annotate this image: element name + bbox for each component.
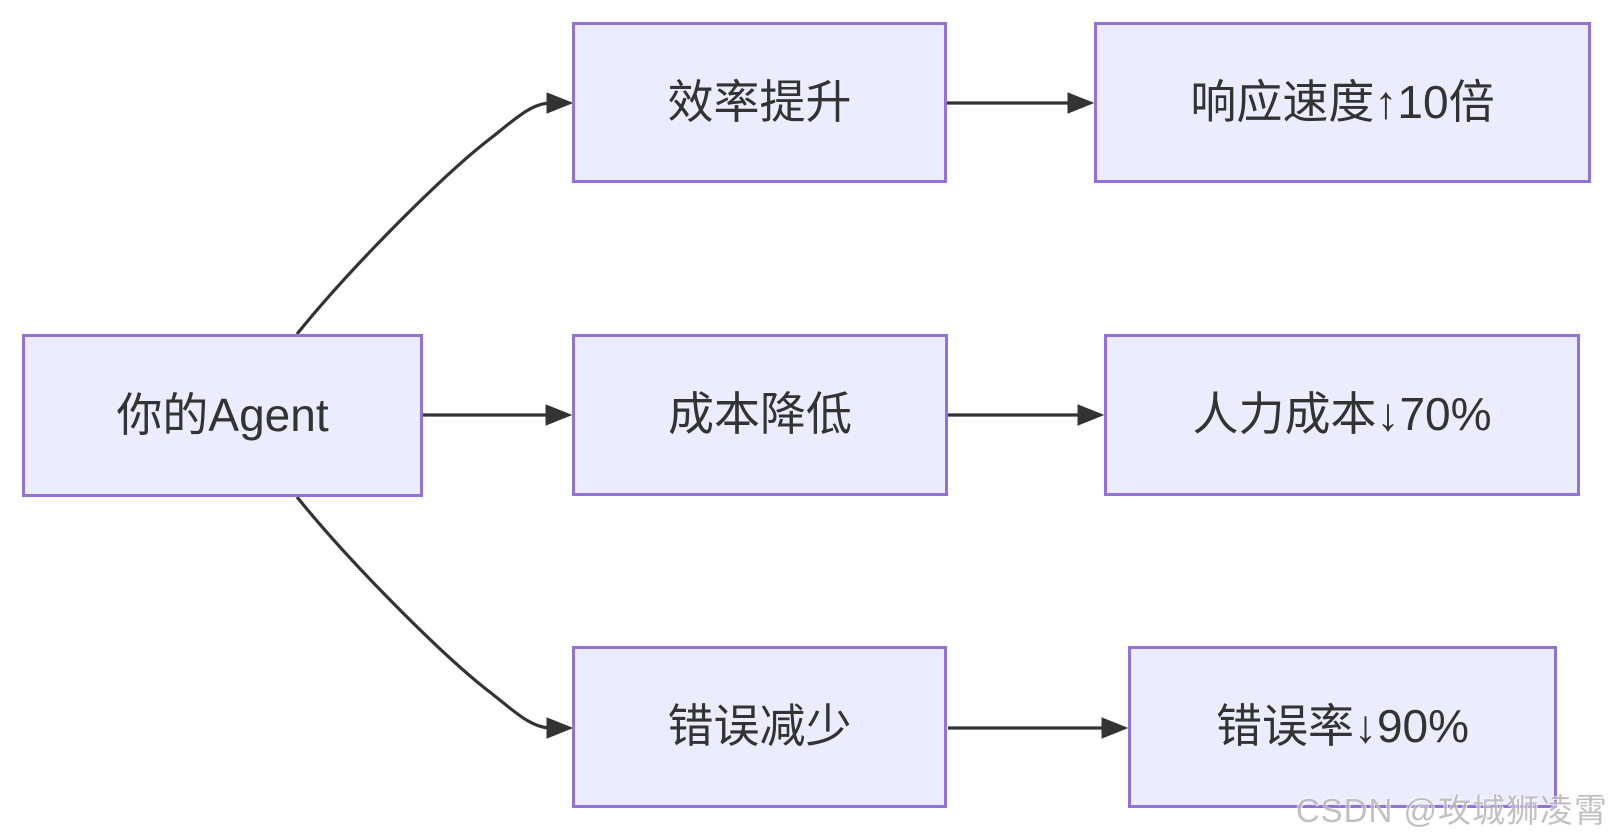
- node-label: 人力成本↓70%: [1192, 388, 1492, 441]
- edge-line: [295, 101, 552, 336]
- edge-errors-to-error-rate: [948, 717, 1129, 739]
- node-label: 你的Agent: [116, 388, 329, 441]
- edge-agent-to-efficiency: [295, 92, 574, 336]
- edge-agent-to-cost: [423, 404, 573, 426]
- node-agent: 你的Agent: [22, 334, 423, 497]
- edge-efficiency-to-speed: [947, 92, 1095, 114]
- arrowhead-icon: [1101, 717, 1129, 739]
- edge-line: [295, 495, 552, 730]
- arrowhead-icon: [546, 717, 574, 739]
- node-label: 响应速度↑10倍: [1190, 75, 1495, 128]
- watermark: CSDN @攻城狮凌霄: [1295, 792, 1608, 829]
- arrowhead-icon: [546, 92, 574, 114]
- node-error-rate-result: 错误率↓90%: [1128, 646, 1557, 808]
- node-label: 效率提升: [667, 75, 852, 128]
- node-speed-result: 响应速度↑10倍: [1094, 22, 1591, 183]
- arrowhead-icon: [545, 404, 573, 426]
- edge-agent-to-errors: [295, 495, 574, 739]
- node-cost: 成本降低: [572, 334, 948, 496]
- node-efficiency: 效率提升: [572, 22, 947, 183]
- arrowhead-icon: [1077, 404, 1105, 426]
- node-label: 错误率↓90%: [1215, 700, 1470, 753]
- node-errors: 错误减少: [572, 646, 947, 808]
- node-label: 错误减少: [667, 700, 852, 753]
- arrowhead-icon: [1067, 92, 1095, 114]
- node-labor-result: 人力成本↓70%: [1104, 334, 1580, 496]
- edge-cost-to-labor: [948, 404, 1105, 426]
- node-label: 成本降低: [668, 388, 852, 441]
